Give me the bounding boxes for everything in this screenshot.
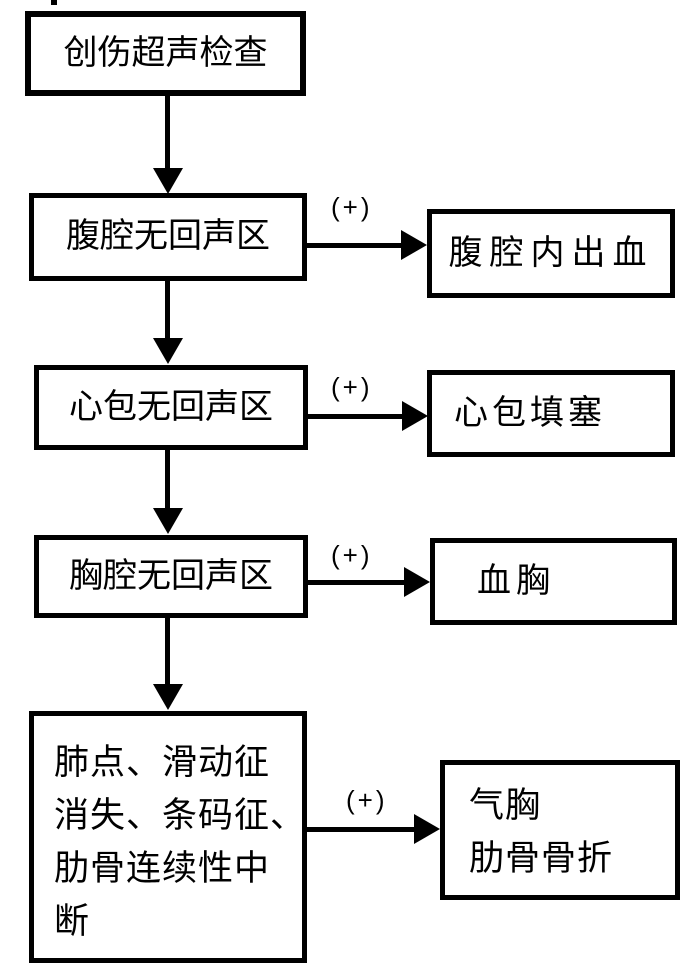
- arrow-line-abdomen-to-pericardium: [165, 279, 170, 340]
- arrow-line-pericardium-to-thorax: [165, 448, 170, 510]
- arrow-line-start-to-abdomen: [165, 94, 170, 170]
- arrowhead-down-icon: [153, 684, 183, 710]
- arrow-line-pericardium-to-result: [308, 414, 404, 419]
- node-label: 心包无回声区: [69, 387, 273, 426]
- positive-indicator: (+): [331, 540, 373, 570]
- arrowhead-down-icon: [153, 338, 183, 364]
- node-trauma-ultrasound-exam: 创伤超声检查: [25, 11, 306, 96]
- node-label-line: 气胸: [469, 786, 542, 825]
- node-label-line: 肋骨连续性中: [54, 849, 271, 888]
- node-label: 腹腔无回声区: [66, 217, 270, 256]
- arrow-line-lung-to-result: [307, 827, 417, 832]
- positive-indicator: (+): [331, 372, 373, 402]
- node-label-line: 断: [54, 902, 91, 941]
- arrowhead-down-icon: [153, 508, 183, 534]
- positive-indicator: (+): [331, 192, 373, 222]
- arrowhead-right-icon: [402, 401, 428, 431]
- node-label: 血胸: [477, 561, 555, 600]
- node-pneumothorax-rib-fracture: 气胸 肋骨骨折: [440, 760, 680, 900]
- arrowhead-down-icon: [153, 168, 183, 194]
- node-label-line: 肺点、滑动征: [54, 743, 271, 782]
- node-label-line: 肋骨骨折: [469, 839, 614, 878]
- node-label: 心包填塞: [454, 393, 606, 432]
- node-hemothorax: 血胸: [430, 538, 677, 625]
- arrowhead-right-icon: [404, 567, 430, 597]
- arrowhead-right-icon: [414, 814, 440, 844]
- node-pericardial-tamponade: 心包填塞: [427, 370, 675, 457]
- node-lung-point-signs: 肺点、滑动征 消失、条码征、 肋骨连续性中 断: [29, 711, 307, 963]
- top-edge-artifact: [51, 0, 57, 5]
- node-pericardial-anechoic-area: 心包无回声区: [34, 365, 308, 450]
- arrow-line-thorax-to-result: [308, 580, 406, 585]
- positive-indicator: (+): [346, 785, 388, 815]
- node-abdominal-anechoic-area: 腹腔无回声区: [29, 193, 307, 281]
- node-intraabdominal-hemorrhage: 腹腔内出血: [427, 209, 675, 298]
- node-label-line: 消失、条码征、: [54, 796, 307, 835]
- arrow-line-abdomen-to-result: [307, 243, 403, 248]
- arrow-line-thorax-to-lung-signs: [165, 616, 170, 686]
- node-label: 腹腔内出血: [448, 233, 654, 272]
- node-thoracic-anechoic-area: 胸腔无回声区: [34, 535, 308, 618]
- arrowhead-right-icon: [401, 230, 427, 260]
- node-label: 胸腔无回声区: [69, 556, 273, 595]
- node-label: 创伤超声检查: [63, 33, 268, 72]
